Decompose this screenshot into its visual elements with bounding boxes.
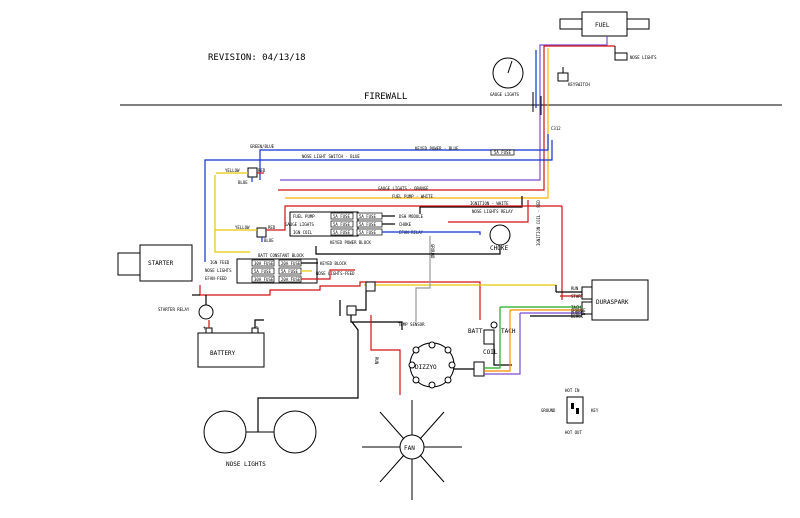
bc-row-1-label: NOSE LIGHTS <box>205 268 232 273</box>
starter-label: STARTER <box>148 260 174 267</box>
batt-label: BATT <box>468 328 483 335</box>
bc-row-1-fuse-b: 5A FUSE <box>281 269 298 274</box>
nose-lights-indicator: NOSE LIGHTS <box>614 46 657 61</box>
blue-label-2: BLUE <box>264 238 274 243</box>
middle-relay: TEMP SENSOR <box>339 281 425 330</box>
kp-row-2-fuse-a: 5A FUSE <box>333 230 350 235</box>
kp-row-0-label: FUEL PUMP <box>293 214 315 219</box>
bc-row-0-right: KEYED BLOCK <box>320 261 347 266</box>
ds-wire-2: PURPLE <box>571 311 586 316</box>
bc-row-2-fuse-b: 20A FUSE <box>281 277 301 282</box>
nose-lights-label: NOSE LIGHTS <box>226 461 266 468</box>
firewall-label: FIREWALL <box>364 92 407 102</box>
starter-relay-label: STARTER RELAY <box>158 307 190 312</box>
kp-row-0-fuse-a: 5A FUSE <box>333 214 350 219</box>
red-label-1: RED <box>258 168 266 173</box>
choke-label: CHOKE <box>490 245 508 252</box>
bc-row-0-label: IGN FEED <box>210 260 230 265</box>
coil: BATT TACH COIL <box>468 321 516 366</box>
ground-gray-label: GROUND <box>430 244 435 259</box>
bc-row-2-fuse-a: 30A FUSE <box>254 277 274 282</box>
starter: STARTER <box>117 244 193 282</box>
duraspark-module: DURASPARK RUN START TACH ORANGE PURPLE B… <box>500 279 649 321</box>
bc-row-2-right: NOSE LIGHTS-FEED <box>316 271 355 276</box>
firewall-bundle <box>278 36 615 199</box>
ignition-white-label: IGNITION - WHITE <box>470 201 509 206</box>
temp-sensor-label: TEMP SENSOR <box>398 322 425 327</box>
blue-label-1: BLUE <box>238 180 248 185</box>
battery-minus: - <box>255 323 259 330</box>
keyswitch: KEYSWITCH <box>557 67 590 87</box>
lower-relay: YELLOW RED BLUE <box>215 225 280 243</box>
green-blue-label: GREEN/BLUE <box>250 144 275 149</box>
upper-relay: YELLOW RED BLUE <box>216 167 266 185</box>
fuel-pump-white-label: FUEL PUMP - WHITE <box>392 194 434 199</box>
kp-row-0-fuse-b: 5A FUSE <box>359 214 376 219</box>
ds-wire-1: ORANGE <box>571 308 586 313</box>
duraspark-label: DURASPARK <box>596 299 629 306</box>
kp-row-2-label: IGN COIL <box>293 230 313 235</box>
starter-relay: STARTER RELAY <box>158 295 214 320</box>
kp-row-1-fuse-a: 5A FUSE <box>333 222 350 227</box>
key-switch-legend: HOT IN GROUND KEY HOT OUT <box>541 388 599 435</box>
choke: CHOKE <box>489 224 511 252</box>
gauge-lights: GAUGE LIGHTS <box>490 57 524 97</box>
nose-lights: NOSE LIGHTS <box>203 321 359 468</box>
bc-row-0-fuse-b: 20A FUSE <box>281 261 301 266</box>
battery: + - BATTERY <box>197 319 265 368</box>
coil-label: COIL <box>483 349 498 356</box>
fuel-gauge: FUEL <box>559 11 650 37</box>
nose-light-switch-wire <box>204 140 553 262</box>
revision-label: REVISION: 04/13/18 <box>208 53 306 63</box>
nose-lights-top-label: NOSE LIGHTS <box>630 55 657 60</box>
fan: FAN <box>362 400 462 500</box>
bc-row-2-label: EFAN-FEED <box>205 276 227 281</box>
battery-plus: + <box>203 325 207 332</box>
c312-label: C312 <box>551 126 561 131</box>
bc-row-0-fuse-a: 30A FUSE <box>254 261 274 266</box>
keyed-power-blue-label: KEYED POWER - BLUE <box>415 146 459 151</box>
batt-constant-block-label: BATT CONSTANT BLOCK <box>258 253 304 258</box>
bc-row-1-fuse-a: 5A FUSE <box>254 269 271 274</box>
keyed-power-wire <box>259 134 549 180</box>
batt-constant-block: BATT CONSTANT BLOCK IGN FEED 30A FUSE 20… <box>205 253 355 284</box>
nose-lights-relay-label: NOSE LIGHTS RELAY <box>472 209 514 214</box>
kp-row-1-fuse-b: 5A FUSE <box>359 222 376 227</box>
fan-feed-label: RUN <box>374 357 379 365</box>
distributor: DIZZYO <box>408 307 521 389</box>
ignition-white-wire <box>419 196 523 214</box>
kp-row-2-fuse-b: 5A FUSE <box>359 230 376 235</box>
ds-wire-0: TACH <box>571 305 581 310</box>
kp-row-1-label: GAUGE LIGHTS <box>285 222 314 227</box>
yellow-label-1: YELLOW <box>225 168 240 173</box>
dizzyo-label: DIZZYO <box>415 364 437 371</box>
start-label: START <box>571 294 584 299</box>
fuse-box-top <box>490 149 515 156</box>
fan-label: FAN <box>404 445 415 452</box>
nose-light-switch-blue-label: NOSE LIGHT SWITCH - BLUE <box>302 154 360 159</box>
hot-in-label: HOT IN <box>565 388 580 393</box>
key-legend-label: KEY <box>591 408 599 413</box>
ds-wire-3: BLACK <box>571 314 584 319</box>
gauge-lights-orange-label: GAUGE LIGHTS - ORANGE <box>378 186 429 191</box>
tach-label: TACH <box>501 328 516 335</box>
fuel-label: FUEL <box>595 22 610 29</box>
keyed-power-block-label: KEYED POWER BLOCK <box>330 240 372 245</box>
keyed-power-block: FUEL PUMP 5A FUSE 5A FUSE DSH MODULE GAU… <box>285 211 424 245</box>
yellow-label-2: YELLOW <box>235 225 250 230</box>
keyswitch-label: KEYSWITCH <box>568 82 590 87</box>
hot-out-label: HOT OUT <box>565 430 582 435</box>
ignition-coil-red-label: IGNITION COIL - RED <box>536 200 541 246</box>
fuse-box-top-label: 5A FUSE <box>494 150 511 155</box>
battery-label: BATTERY <box>210 350 236 357</box>
kp-row-0-right: DSH MODULE <box>399 214 424 219</box>
kp-row-1-right: CHOKE <box>399 222 412 227</box>
gauge-lights-label: GAUGE LIGHTS <box>490 92 519 97</box>
ground-legend-label: GROUND <box>541 408 556 413</box>
run-label: RUN <box>571 286 579 291</box>
red-label-2: RED <box>268 225 276 230</box>
